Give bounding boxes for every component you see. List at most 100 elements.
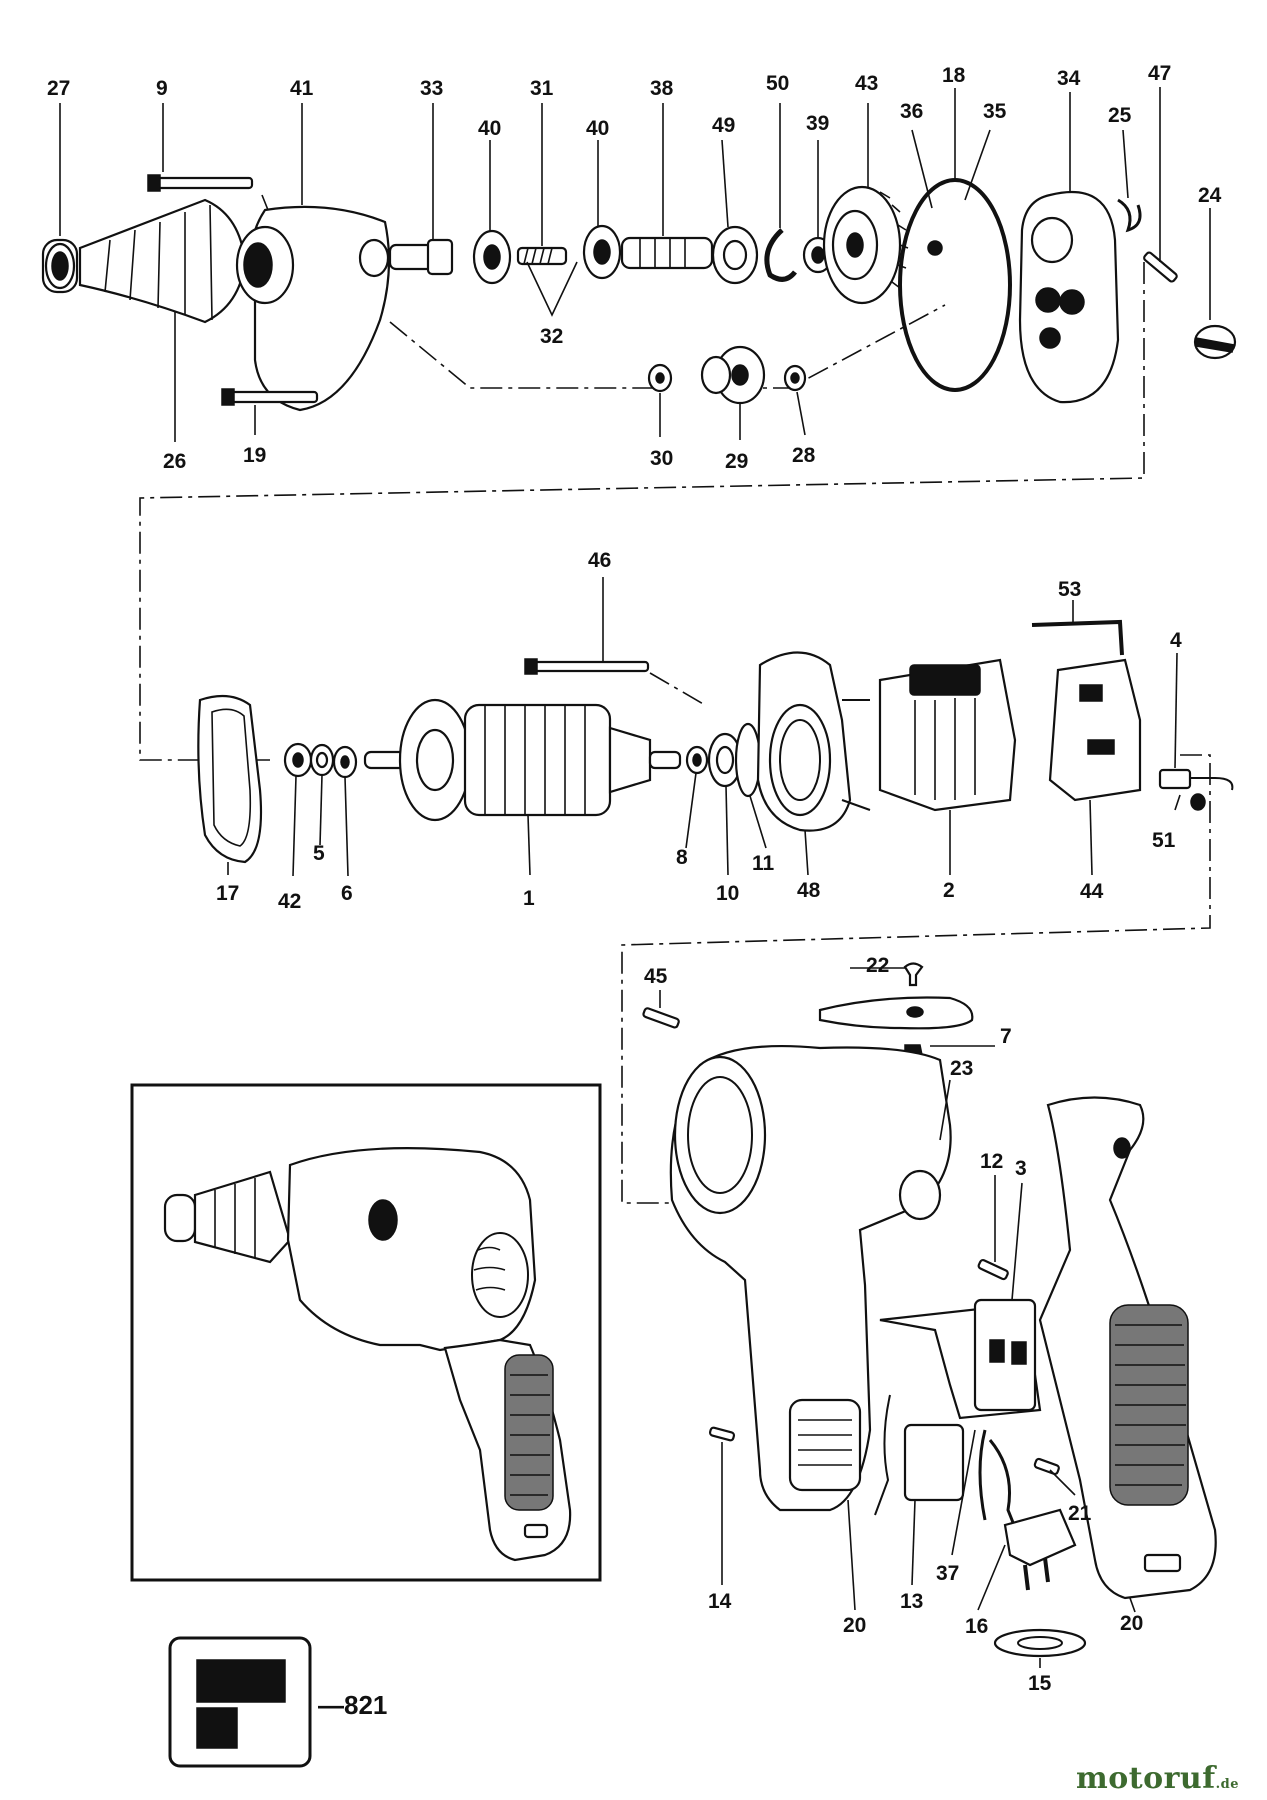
gear-cover-part <box>1018 190 1120 404</box>
part-label-48: 48 <box>797 879 821 902</box>
part-label-13: 13 <box>900 1590 923 1613</box>
part-label-3: 3 <box>1015 1157 1027 1180</box>
washer-part <box>332 745 358 779</box>
motor-housing-part <box>669 1044 952 1512</box>
part-label-12: 12 <box>980 1150 1003 1173</box>
small-washer-part <box>783 364 807 392</box>
part-label-18: 18 <box>942 64 966 87</box>
part-label-22: 22 <box>866 954 889 977</box>
reference-code: —821 <box>318 1690 387 1720</box>
part-label-32: 32 <box>540 325 563 348</box>
small-washer-part <box>647 363 673 393</box>
part-label-5: 5 <box>313 842 325 865</box>
part-label-8: 8 <box>676 846 688 869</box>
part-label-41: 41 <box>290 77 314 100</box>
part-label-30: 30 <box>650 447 673 470</box>
part-label-34: 34 <box>1057 67 1081 90</box>
terminal-part <box>1158 768 1234 811</box>
housing-assembly <box>642 962 1217 1658</box>
brush-holder-part <box>1048 658 1142 802</box>
part-label-38: 38 <box>650 77 674 100</box>
washer-part <box>283 742 313 778</box>
part-label-43: 43 <box>855 72 878 95</box>
suppressor-part <box>874 1394 965 1516</box>
part-label-46: 46 <box>588 549 611 572</box>
nose-cone-part <box>41 238 79 294</box>
part-label-21: 21 <box>1068 1502 1092 1525</box>
part-label-6: 6 <box>341 882 353 905</box>
part-label-39: 39 <box>806 112 829 135</box>
bearing-part <box>685 745 709 775</box>
part-label-2: 2 <box>943 879 955 902</box>
part-label-44: 44 <box>1080 880 1104 903</box>
part-label-16: 16 <box>965 1615 988 1638</box>
short-screw-part <box>1033 1457 1060 1476</box>
assembled-tool-inset <box>130 1083 602 1582</box>
knob-part <box>1193 324 1237 360</box>
part-label-35: 35 <box>983 100 1007 123</box>
wire-part <box>978 1429 987 1521</box>
callout-leaders <box>59 87 1211 1668</box>
part-label-40-left: 40 <box>478 117 501 140</box>
part-label-4: 4 <box>1170 629 1182 652</box>
part-label-14: 14 <box>708 1590 732 1613</box>
part-label-33: 33 <box>420 77 443 100</box>
spindle-part <box>388 238 454 276</box>
gear-housing-part <box>235 205 391 412</box>
depth-locator-part <box>78 198 247 324</box>
part-label-51: 51 <box>1152 829 1176 852</box>
bearing-part <box>707 732 743 788</box>
part-label-53: 53 <box>1058 578 1081 601</box>
baffle-part <box>197 694 263 864</box>
large-gear-part <box>822 185 909 305</box>
part-label-37: 37 <box>936 1562 959 1585</box>
part-label-50: 50 <box>766 72 789 95</box>
pin-part <box>708 1426 736 1442</box>
part-label-20-left: 20 <box>843 1614 866 1637</box>
cover-screw-part <box>1143 251 1178 283</box>
fan-housing-part <box>756 651 871 832</box>
part-label-19: 19 <box>243 444 266 467</box>
part-label-28: 28 <box>792 444 816 467</box>
part-label-40-right: 40 <box>586 117 609 140</box>
gear-assembly-row <box>41 174 1237 412</box>
part-label-23: 23 <box>950 1057 973 1080</box>
motor-assembly-row <box>197 619 1234 864</box>
part-label-31: 31 <box>530 77 554 100</box>
handle-half-part <box>1038 1096 1217 1600</box>
part-label-27: 27 <box>47 77 70 100</box>
part-label-45: 45 <box>644 965 668 988</box>
short-screw-part <box>977 1259 1009 1281</box>
cap-screw-part <box>903 962 924 987</box>
ball-bearing-part <box>711 225 759 285</box>
brand-watermark: motoruf.de <box>1076 1761 1239 1796</box>
clutch-spring-part <box>516 246 568 266</box>
short-screw-part <box>642 1007 680 1029</box>
lower-screw-part <box>221 388 319 406</box>
part-label-47: 47 <box>1148 62 1171 85</box>
spring-clip-part <box>1117 198 1142 233</box>
field-coil-part <box>878 658 1017 812</box>
part-label-17: 17 <box>216 882 239 905</box>
part-label-9: 9 <box>156 77 168 100</box>
part-label-49: 49 <box>712 114 735 137</box>
part-label-26: 26 <box>163 450 186 473</box>
part-label-10: 10 <box>716 882 739 905</box>
long-screw-part <box>524 658 650 675</box>
washer-part <box>309 743 335 777</box>
part-labels: 27 9 41 33 31 38 50 43 18 34 47 40 40 49… <box>47 62 1222 1695</box>
switch-part <box>879 1298 1042 1420</box>
clutch-shaft-part <box>620 236 714 270</box>
brush-wire-part <box>1031 619 1124 656</box>
assembled-drywall-screwdriver <box>163 1147 572 1562</box>
part-label-36: 36 <box>900 100 923 123</box>
part-label-24: 24 <box>1198 184 1222 207</box>
part-label-25: 25 <box>1108 104 1132 127</box>
cable-part <box>988 1439 1077 1591</box>
bearing-part <box>472 224 622 285</box>
o-ring-part <box>898 178 1012 392</box>
brand-name: motoruf <box>1075 1761 1216 1796</box>
part-label-20-right: 20 <box>1120 1612 1143 1635</box>
part-label-11: 11 <box>752 852 775 875</box>
